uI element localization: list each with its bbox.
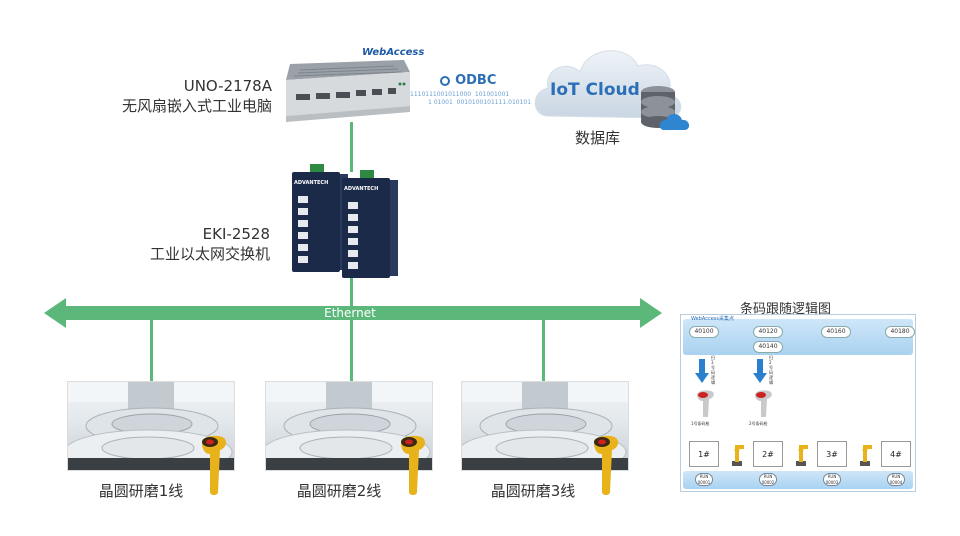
- arrow-down-icon: [753, 359, 767, 383]
- scanner-label-2: 2号条码枪: [749, 421, 768, 426]
- link-line1: [150, 318, 153, 382]
- database-icon: [641, 86, 690, 130]
- grinder-icon: [68, 382, 234, 470]
- switch-brand-1: ADVANTECH: [294, 180, 329, 186]
- barcode-scanner-icon: [697, 390, 714, 417]
- robot-arm-icon: [732, 445, 744, 466]
- database-label: 数据库: [575, 129, 621, 147]
- line3-label: 晶圆研磨3线: [490, 482, 576, 500]
- station-2: 2#: [753, 441, 783, 467]
- run-3: RUN 00003: [823, 473, 841, 486]
- webaccess-logo: WebAccess: [362, 47, 425, 58]
- station-4: 4#: [881, 441, 911, 467]
- grinder-icon: [266, 382, 432, 470]
- binary-stream-2: 1 01001 0010100101111.010101: [428, 99, 532, 106]
- scan-note-2: 扫 2 号 码 逻 辑: [769, 355, 773, 385]
- ethernet-label: Ethernet: [324, 306, 376, 320]
- switch-device-2: [342, 170, 398, 278]
- register-40180: 40180: [885, 326, 915, 338]
- link-computer-switch: [350, 122, 353, 172]
- scanner-label-1: 1号条码枪: [691, 421, 710, 426]
- run-band: [683, 471, 913, 489]
- run-4: RUN 00004: [887, 473, 905, 486]
- station-3: 3#: [817, 441, 847, 467]
- arrow-down-icon: [695, 359, 709, 383]
- run-1: RUN 00001: [695, 473, 713, 486]
- logic-header-label: WebAccess采集点: [691, 316, 735, 322]
- link-line2: [350, 318, 353, 382]
- barcode-scanner-icon: [401, 435, 426, 495]
- line1-label: 晶圆研磨1线: [98, 482, 184, 500]
- switch-brand-2: ADVANTECH: [344, 186, 379, 192]
- barcode-scanner-icon: [594, 435, 619, 495]
- station-1: 1#: [689, 441, 719, 467]
- odbc-badge: ODBC: [440, 70, 496, 89]
- scan-note-1: 扫 3 号 码 逻 辑: [711, 355, 715, 385]
- computer-device: [286, 60, 410, 122]
- link-switch-ethernet: [350, 272, 353, 314]
- switch-model: EKI-2528: [202, 225, 270, 243]
- odbc-icon: [440, 75, 450, 86]
- robot-arm-icon: [860, 445, 872, 466]
- run-2: RUN 00002: [759, 473, 777, 486]
- wafer-line2-photo: [265, 381, 433, 471]
- robot-arm-icon: [796, 445, 808, 466]
- barcode-scanner-icon: [755, 390, 772, 417]
- register-40120: 40120: [753, 326, 783, 338]
- logic-header-band: [683, 319, 913, 355]
- ethernet-bus: [44, 298, 662, 328]
- switch-desc: 工业以太网交换机: [149, 245, 270, 263]
- barcode-scanner-icon: [202, 435, 227, 495]
- wafer-line3-photo: [461, 381, 629, 471]
- register-40160: 40160: [821, 326, 851, 338]
- logic-title: 条码跟随逻辑图: [740, 302, 832, 317]
- register-40100: 40100: [689, 326, 719, 338]
- logic-diagram: WebAccess采集点 40100 40120 40160 40180 401…: [680, 314, 916, 492]
- grinder-icon: [462, 382, 628, 470]
- line2-label: 晶圆研磨2线: [296, 482, 382, 500]
- binary-stream-1: 1110111001011000 101001001: [410, 91, 510, 98]
- computer-desc: 无风扇嵌入式工业电脑: [121, 97, 272, 115]
- register-40140: 40140: [753, 341, 783, 353]
- computer-model: UNO-2178A: [183, 77, 272, 95]
- wafer-line1-photo: [67, 381, 235, 471]
- link-line3: [542, 318, 545, 382]
- cloud-title: IoT Cloud: [550, 80, 640, 100]
